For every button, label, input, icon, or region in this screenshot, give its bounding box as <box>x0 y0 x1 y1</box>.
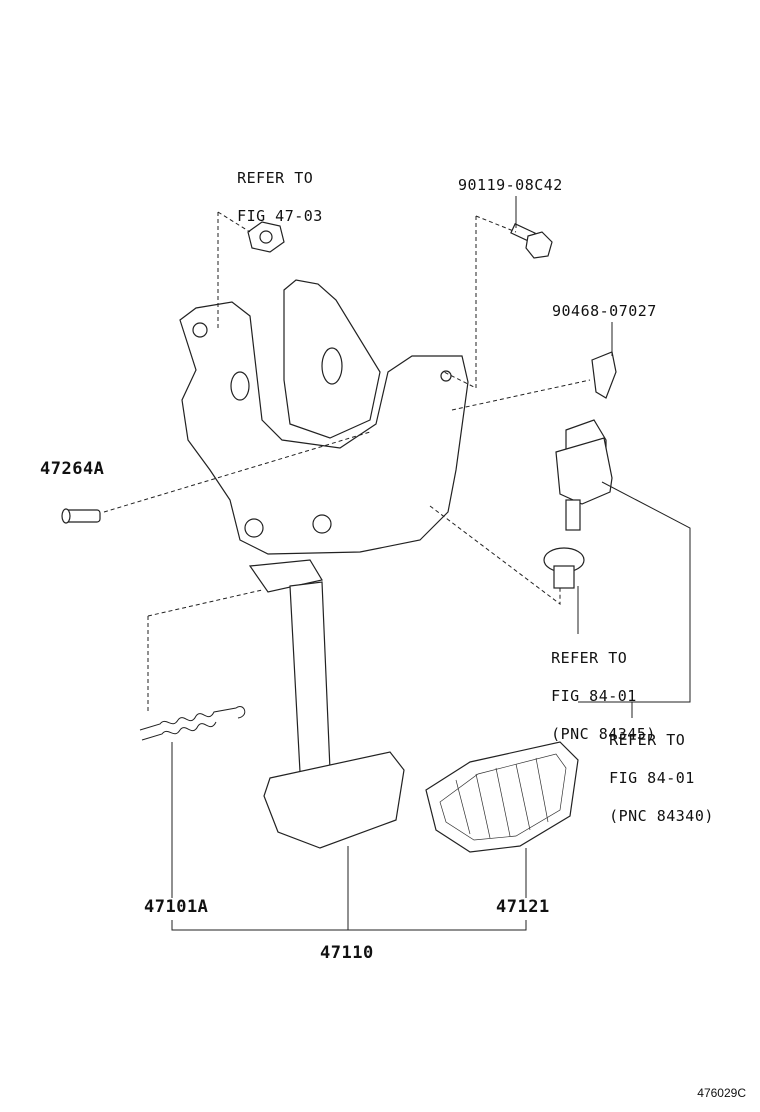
stop-lamp-switch-illustration <box>555 419 613 531</box>
refer-84345-line1: REFER TO <box>551 649 628 667</box>
clip-illustration <box>591 351 617 399</box>
refer-84340-line1: REFER TO <box>609 731 686 749</box>
refer-fig-47-03-line1: REFER TO <box>237 169 314 187</box>
refer-fig-47-03-callout: REFER TO FIG 47-03 <box>218 150 323 226</box>
brake-pedal-illustration <box>248 559 405 849</box>
pin-illustration <box>61 508 101 524</box>
leader-lines <box>171 196 691 931</box>
refer-84345-line3: (PNC 84345) <box>551 725 656 743</box>
part-47101a-label: 47101A <box>144 897 209 917</box>
refer-fig-84-01-pnc-84340-callout: REFER TO FIG 84-01 (PNC 84340) <box>590 712 714 826</box>
return-spring-illustration <box>139 706 246 741</box>
part-47264a-label: 47264A <box>40 459 105 479</box>
refer-84340-line2: FIG 84-01 <box>609 769 695 787</box>
refer-fig-47-03-line2: FIG 47-03 <box>237 207 323 225</box>
flange-nut-illustration <box>247 221 285 253</box>
bolt-illustration <box>510 223 553 259</box>
part-47121-label: 47121 <box>496 897 550 917</box>
refer-fig-84-01-pnc-84345-callout: REFER TO FIG 84-01 (PNC 84345) <box>532 630 656 744</box>
part-90468-label: 90468-07027 <box>552 302 657 320</box>
pedal-pad-illustration <box>425 741 579 853</box>
pedal-bracket-illustration <box>179 279 469 555</box>
assembly-lines <box>103 211 591 712</box>
grommet-illustration <box>543 547 585 589</box>
part-90119-label: 90119-08C42 <box>458 176 563 194</box>
part-47110-label: 47110 <box>320 943 374 963</box>
refer-84340-line3: (PNC 84340) <box>609 807 714 825</box>
figure-id: 476029C <box>697 1086 746 1100</box>
refer-84345-line2: FIG 84-01 <box>551 687 637 705</box>
